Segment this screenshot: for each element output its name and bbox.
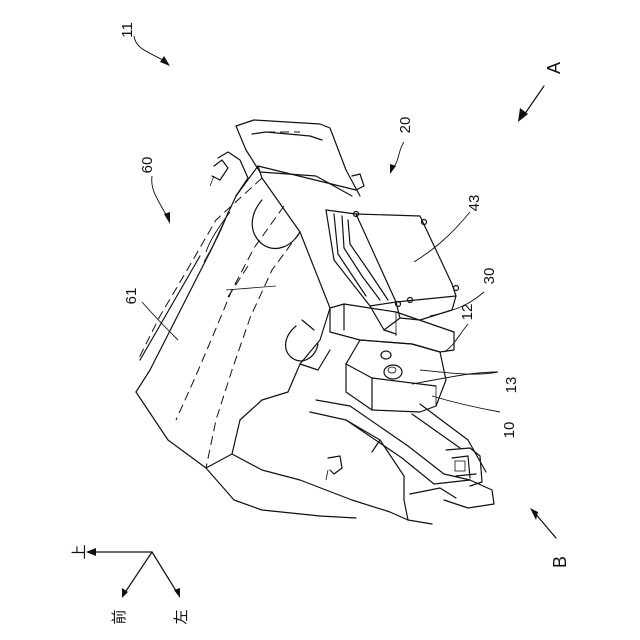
ref-arrow-20 bbox=[390, 142, 404, 174]
vehicle-body bbox=[136, 120, 494, 524]
label-10: 10 bbox=[501, 422, 518, 439]
small-fittings bbox=[210, 160, 364, 480]
label-view-a: A bbox=[544, 62, 564, 74]
label-60: 60 bbox=[139, 157, 156, 174]
label-up: 上 bbox=[70, 544, 88, 559]
device-block bbox=[346, 340, 446, 412]
label-view-b: B bbox=[550, 556, 570, 568]
view-arrow-a bbox=[518, 86, 544, 122]
leader-lines bbox=[142, 212, 500, 412]
unit-housing bbox=[326, 210, 459, 334]
ref-arrow-60 bbox=[152, 176, 170, 224]
mounting-plate bbox=[330, 304, 454, 352]
label-61: 61 bbox=[123, 288, 140, 305]
label-front: 前 bbox=[110, 609, 128, 624]
label-20: 20 bbox=[397, 117, 414, 134]
direction-indicator bbox=[86, 548, 180, 598]
label-30: 30 bbox=[481, 268, 498, 285]
ref-arrow-11 bbox=[134, 36, 170, 66]
label-11: 11 bbox=[119, 22, 136, 38]
view-arrow-b bbox=[530, 508, 556, 538]
label-43: 43 bbox=[466, 195, 483, 212]
label-12: 12 bbox=[459, 304, 476, 321]
label-left: 左 bbox=[172, 609, 190, 624]
label-13: 13 bbox=[503, 377, 520, 394]
